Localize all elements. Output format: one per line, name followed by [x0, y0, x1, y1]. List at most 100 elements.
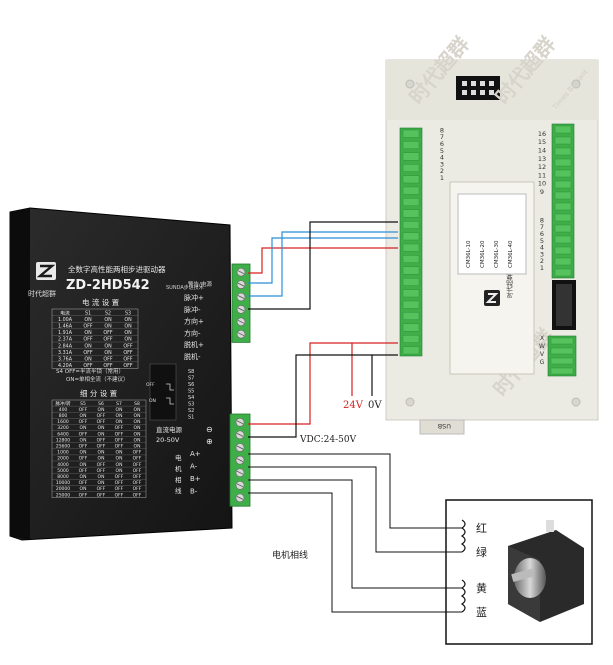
terminal-cell: [402, 266, 420, 275]
panel-model-label: CM36L-40: [508, 240, 514, 268]
controller-right-strip-body: [551, 123, 575, 279]
screw-slot: [236, 458, 244, 462]
subdiv-table-cell: ON: [98, 425, 105, 431]
label-0v: 0V: [368, 400, 382, 411]
screw-slot: [237, 307, 245, 312]
driver-signal-terminal-body: [231, 263, 251, 343]
motion-controller: 时代超群 时代超群 时代超群 Times Brilliant CM36L-10C…: [385, 32, 599, 435]
current-table-header: S1: [85, 310, 91, 316]
controller-number: 4: [440, 154, 444, 162]
panel-model-label: CM36L-30: [494, 240, 500, 268]
subdiv-table-cell: OFF: [133, 492, 142, 498]
subdiv-table-cell: ON: [134, 425, 141, 431]
subdiv-table-cell: 400: [59, 407, 68, 413]
driver-signal-terminal: [231, 263, 251, 343]
current-table-cell: ON: [104, 324, 112, 330]
current-table-header: S3: [125, 310, 131, 316]
controller-pin-label: G: [540, 359, 545, 366]
driver-title: 全数字高性能两相步进驱动器: [68, 264, 166, 274]
terminal-cell: [402, 232, 420, 241]
subdiv-table-cell: OFF: [115, 492, 124, 498]
wire-red-pulse: [248, 247, 398, 274]
subdiv-table-cell: OFF: [133, 450, 142, 456]
subdiv-table-cell: ON: [80, 462, 87, 468]
subdiv-table-cell: OFF: [133, 468, 142, 474]
controller-number: 12: [538, 163, 546, 171]
terminal-cell: [550, 337, 574, 345]
subdiv-table-cell: 800: [59, 413, 68, 419]
motor-vertical-char-1: 电: [175, 453, 182, 462]
controller-number: 2: [540, 257, 544, 265]
motor-terminal-label: A+: [190, 450, 201, 458]
coil-label-red: 红: [476, 522, 487, 535]
motor-vertical-char-2: 机: [175, 464, 182, 473]
wire-black-dir: [248, 221, 398, 310]
controller-number: 4: [540, 244, 544, 252]
s4-note-1: S4 OFF=半流半锁（常用）: [56, 367, 124, 375]
controller-pin-label: X: [540, 335, 544, 342]
terminal-cell: [550, 367, 574, 375]
terminal-cell: [402, 312, 420, 320]
subdiv-table-cell: 6400: [57, 431, 69, 437]
terminal-cell: [402, 335, 420, 343]
screw-slot: [236, 496, 244, 500]
current-settings-title: 电 流 设 置: [82, 297, 120, 307]
current-table-cell: 1.00A: [58, 317, 73, 323]
subdiv-table-cell: 3200: [57, 425, 69, 431]
controller-left-terminals: [399, 127, 423, 357]
label-motor-phase: 电机相线: [272, 549, 308, 561]
subdiv-table-cell: OFF: [79, 444, 88, 450]
dip-switch-label: S4: [188, 395, 194, 401]
subdiv-table-cell: OFF: [115, 444, 124, 450]
controller-number: 14: [538, 147, 546, 155]
dip-switch-label: S3: [188, 402, 194, 408]
signal-label: 方向-: [184, 328, 201, 337]
current-table-cell: ON: [84, 330, 92, 336]
terminal-cell: [550, 357, 574, 365]
current-table-cell: ON: [124, 317, 132, 323]
subdiv-table-cell: ON: [134, 444, 141, 450]
subdiv-table-cell: ON: [116, 450, 123, 456]
controller-number: 1: [440, 174, 444, 182]
subdiv-table-cell: OFF: [79, 419, 88, 425]
current-table-cell: OFF: [123, 357, 133, 363]
coil-label-yellow: 黄: [476, 581, 487, 595]
screw-hole: [571, 397, 581, 407]
current-table-cell: ON: [104, 343, 112, 349]
current-table-cell: OFF: [103, 337, 113, 343]
terminal-cell: [402, 129, 420, 138]
subdiv-table-cell: ON: [98, 407, 105, 413]
subdiv-table-cell: OFF: [79, 431, 88, 437]
terminal-cell: [554, 158, 572, 167]
subdiv-table-cell: ON: [134, 437, 141, 443]
terminal-cell: [554, 125, 572, 134]
power-plus-symbol: ⊕: [206, 437, 213, 446]
controller-pin-label: V: [540, 351, 545, 358]
controller-number: 5: [440, 147, 444, 155]
top-header-connector: [456, 76, 500, 100]
usb-label: USB: [438, 422, 451, 430]
signal-label: 脉冲+: [184, 293, 204, 302]
dip-switch-label: S1: [188, 415, 194, 421]
subdiv-table-header: S7: [116, 401, 122, 407]
subdiv-table-cell: 2000: [57, 456, 69, 462]
subdiv-table-cell: 5000: [57, 468, 69, 474]
controller-number: 16: [538, 130, 546, 138]
dip-switch-label: S5: [188, 389, 194, 395]
controller-logo-icon: [484, 290, 500, 306]
controller-number: 11: [538, 171, 546, 179]
subdiv-table-cell: OFF: [133, 486, 142, 492]
idc-header-connector: [552, 280, 576, 330]
controller-number: 15: [538, 138, 546, 146]
terminal-cell: [554, 213, 572, 222]
subdiv-table-cell: 1000: [57, 450, 69, 456]
terminal-cell: [554, 136, 572, 145]
screw-slot: [237, 319, 245, 324]
motor-terminal-label: B+: [190, 475, 201, 483]
wire-blue-dir: [248, 231, 398, 297]
subdiv-table-cell: ON: [134, 413, 141, 419]
current-table-cell: ON: [84, 357, 92, 363]
subdiv-table-cell: ON: [98, 450, 105, 456]
